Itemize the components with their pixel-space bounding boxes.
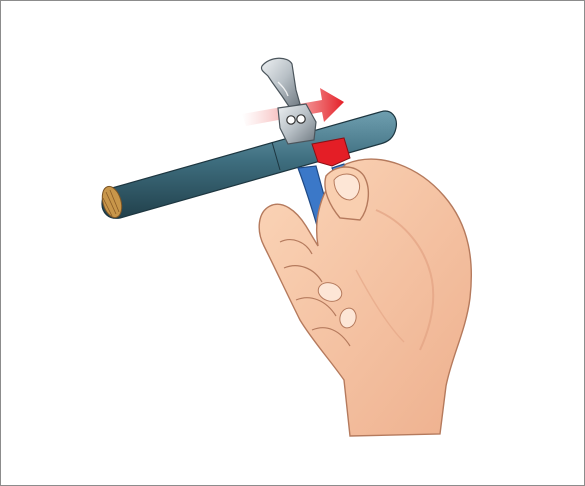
hand-icon: [259, 159, 471, 436]
